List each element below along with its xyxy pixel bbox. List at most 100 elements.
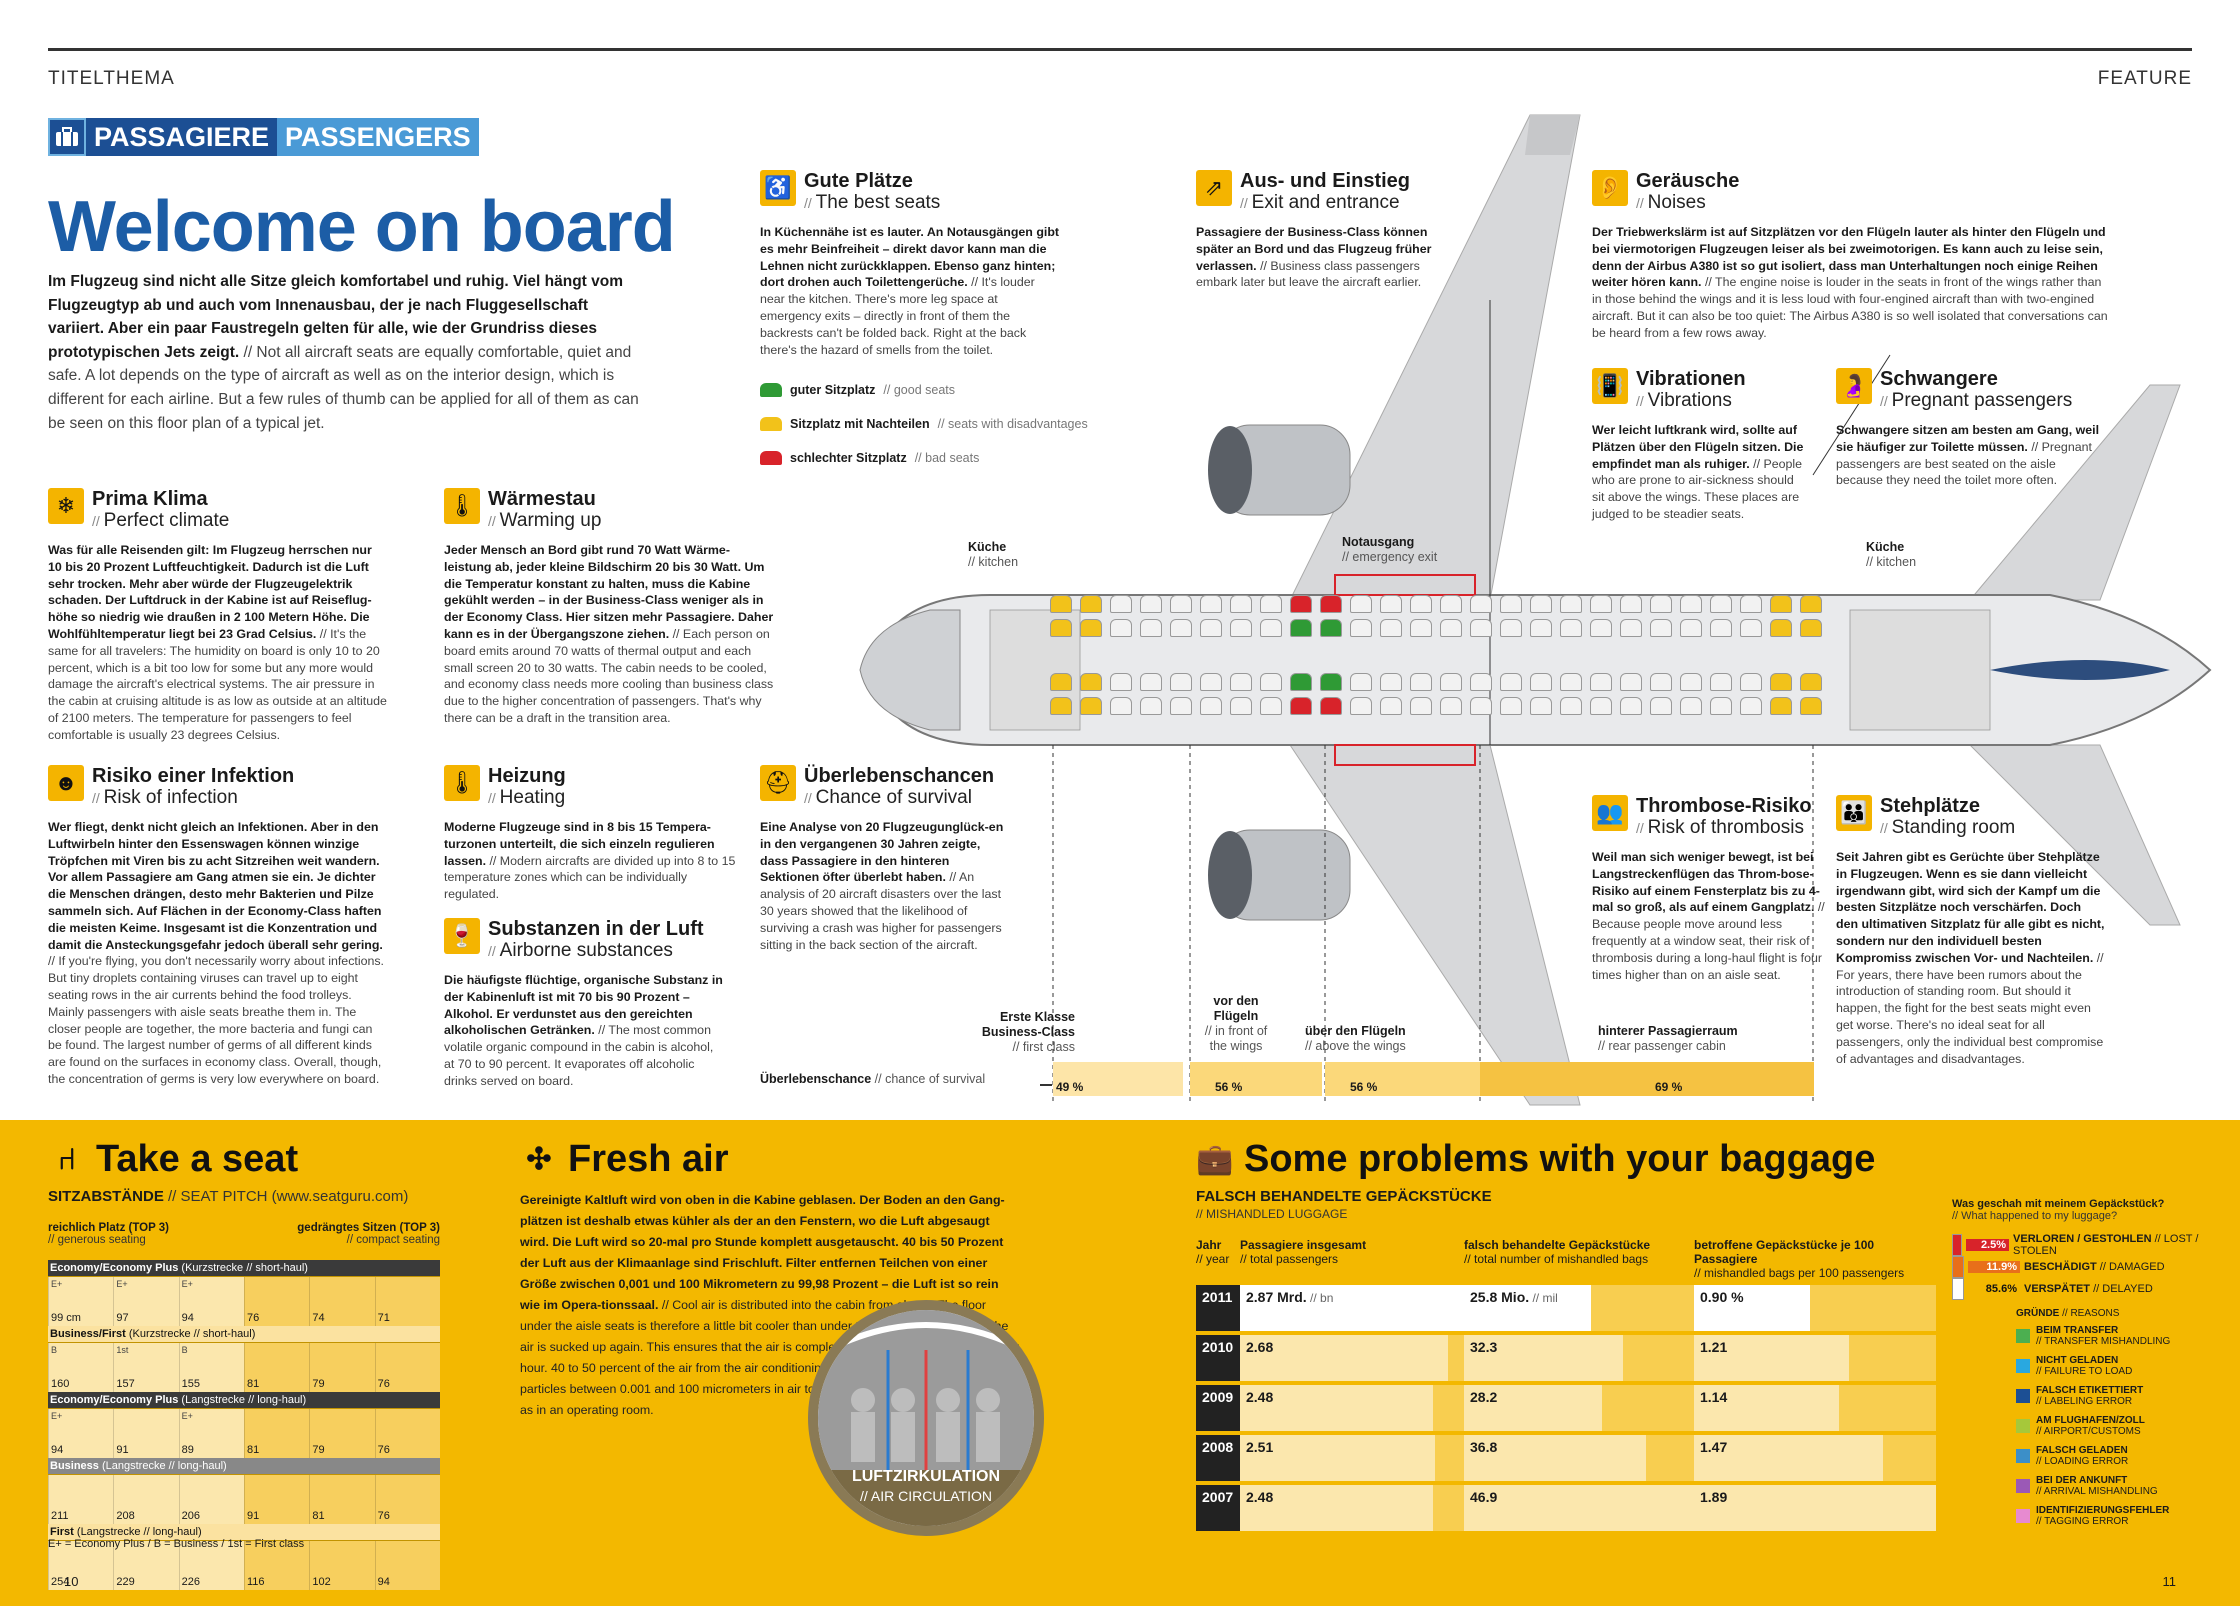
seat xyxy=(1620,619,1642,637)
seat xyxy=(1290,619,1312,637)
baggage-cell: 25.8 Mio. // mil xyxy=(1464,1285,1694,1331)
seat xyxy=(1530,697,1552,715)
seat xyxy=(1470,595,1492,613)
seat xyxy=(1140,697,1162,715)
seat xyxy=(1050,595,1072,613)
seat xyxy=(1740,673,1762,691)
circle-label: LUFTZIRKULATION xyxy=(851,1468,1001,1485)
page-number-left: 10 xyxy=(64,1574,79,1589)
seat xyxy=(1440,619,1462,637)
baggage-cell: 46.9 xyxy=(1464,1485,1694,1531)
reason-item: IDENTIFIZIERUNGSFEHLER// TAGGING ERROR xyxy=(2016,1501,2202,1531)
airplane-floorplan xyxy=(859,114,2212,1106)
survival-zone-2-label: vor den Flügeln// in front of the wings xyxy=(1204,994,1268,1053)
seat xyxy=(1590,595,1612,613)
baggage-cell: 2.48 xyxy=(1240,1485,1464,1531)
reason-item: AM FLUGHAFEN/ZOLL// AIRPORT/CUSTOMS xyxy=(2016,1411,2202,1441)
seat xyxy=(1680,697,1702,715)
take-seat-heading: ⑁Take a seat xyxy=(48,1138,298,1181)
legend-good: guter Sitzplatz// good seats xyxy=(760,380,1088,400)
seat xyxy=(1530,595,1552,613)
seat xyxy=(1710,697,1732,715)
seat xyxy=(1560,619,1582,637)
seat xyxy=(1170,619,1192,637)
baggage-cell: 36.8 xyxy=(1464,1435,1694,1481)
seat xyxy=(1680,619,1702,637)
seat xyxy=(1110,619,1132,637)
pitch-group-header: Economy/Economy Plus (Langstrecke // lon… xyxy=(48,1392,440,1408)
baggage-heading: 💼Some problems with your baggage xyxy=(1196,1138,1876,1180)
label-emergency-exit: Notausgang// emergency exit xyxy=(1342,535,1438,564)
seat xyxy=(1080,595,1102,613)
seat xyxy=(1710,595,1732,613)
baggage-bar xyxy=(1240,1285,1464,1331)
legend-bad: schlechter Sitzplatz// bad seats xyxy=(760,448,1088,468)
seat-icon: ♿ xyxy=(760,170,796,206)
legend-medium: Sitzplatz mit Nachteilen// seats with di… xyxy=(760,414,1088,434)
reason-item: BEIM TRANSFER// TRANSFER MISHANDLING xyxy=(2016,1321,2202,1351)
survival-label: Überlebenschance // chance of survival xyxy=(760,1072,986,1086)
seat xyxy=(1410,673,1432,691)
seat xyxy=(1470,673,1492,691)
seat xyxy=(1440,595,1462,613)
section-schwanger: 🤰Schwangere// Pregnant passengers Schwan… xyxy=(1836,368,2100,488)
survival-zone-1-label: Erste Klasse Business-Class// first clas… xyxy=(981,1010,1075,1054)
seat xyxy=(1560,697,1582,715)
seat xyxy=(1590,619,1612,637)
section-vibration: 📳Vibrationen// Vibrations Wer leicht luf… xyxy=(1592,368,1804,521)
seat xyxy=(1800,673,1822,691)
seat xyxy=(1050,673,1072,691)
seat xyxy=(1590,697,1612,715)
baggage-bar xyxy=(1464,1335,1623,1381)
year-cell: 2007 xyxy=(1196,1485,1240,1531)
baggage-bar xyxy=(1240,1385,1433,1431)
seat-legend: guter Sitzplatz// good seats Sitzplatz m… xyxy=(760,380,1088,482)
pitch-group-header: Business (Langstrecke // long-haul) xyxy=(48,1458,440,1474)
section-tag: PASSAGIERE PASSENGERS xyxy=(48,118,479,156)
thermometer-icon: 🌡 xyxy=(444,488,480,524)
tag-de: PASSAGIERE xyxy=(86,118,278,156)
baggage-col-headers: Jahr// year Passagiere insgesamt// total… xyxy=(1196,1238,1905,1280)
label-kitchen-rear: Küche// kitchen xyxy=(1866,540,1917,569)
seat xyxy=(1080,673,1102,691)
section-infekt: ☻Risiko einer Infektion// Risk of infect… xyxy=(48,765,384,1086)
pregnant-icon: 🤰 xyxy=(1836,368,1872,404)
legend-swatch-good xyxy=(760,383,782,397)
baggage-bar xyxy=(1464,1385,1602,1431)
seat xyxy=(1140,595,1162,613)
reason-item: FALSCH ETIKETTIERT// LABELING ERROR xyxy=(2016,1381,2202,1411)
life-vest-icon: ⛑ xyxy=(760,765,796,801)
seat xyxy=(1650,697,1672,715)
baggage-cell: 1.89 xyxy=(1694,1485,1936,1531)
air-circulation-diagram: LUFTZIRKULATION // AIR CIRCULATION xyxy=(808,1300,1044,1536)
seat xyxy=(1410,619,1432,637)
seat xyxy=(1500,619,1522,637)
baggage-bar xyxy=(1464,1485,1694,1531)
section-ausein: ⇗Aus- und Einstieg// Exit and entrance P… xyxy=(1196,170,1432,290)
seat xyxy=(1260,673,1282,691)
pitch-caption: reichlich Platz (TOP 3)// generous seati… xyxy=(48,1222,440,1246)
intro-de: Im Flugzeug sind nicht alle Sitze gleich… xyxy=(48,273,623,361)
label-kitchen-front: Küche// kitchen xyxy=(968,540,1019,569)
baggage-bar xyxy=(1464,1285,1591,1331)
seat xyxy=(1590,673,1612,691)
seat xyxy=(1380,697,1402,715)
intro-text: Im Flugzeug sind nicht alle Sitze gleich… xyxy=(48,270,648,435)
year-cell: 2008 xyxy=(1196,1435,1240,1481)
intro-en: // Not all aircraft seats are equally co… xyxy=(48,343,639,432)
seat xyxy=(1710,673,1732,691)
seat xyxy=(1650,673,1672,691)
baggage-bar xyxy=(1240,1485,1433,1531)
seat xyxy=(1740,595,1762,613)
seat xyxy=(1440,697,1462,715)
baggage-bar xyxy=(1694,1285,1811,1331)
seat xyxy=(1410,697,1432,715)
seat xyxy=(1260,697,1282,715)
